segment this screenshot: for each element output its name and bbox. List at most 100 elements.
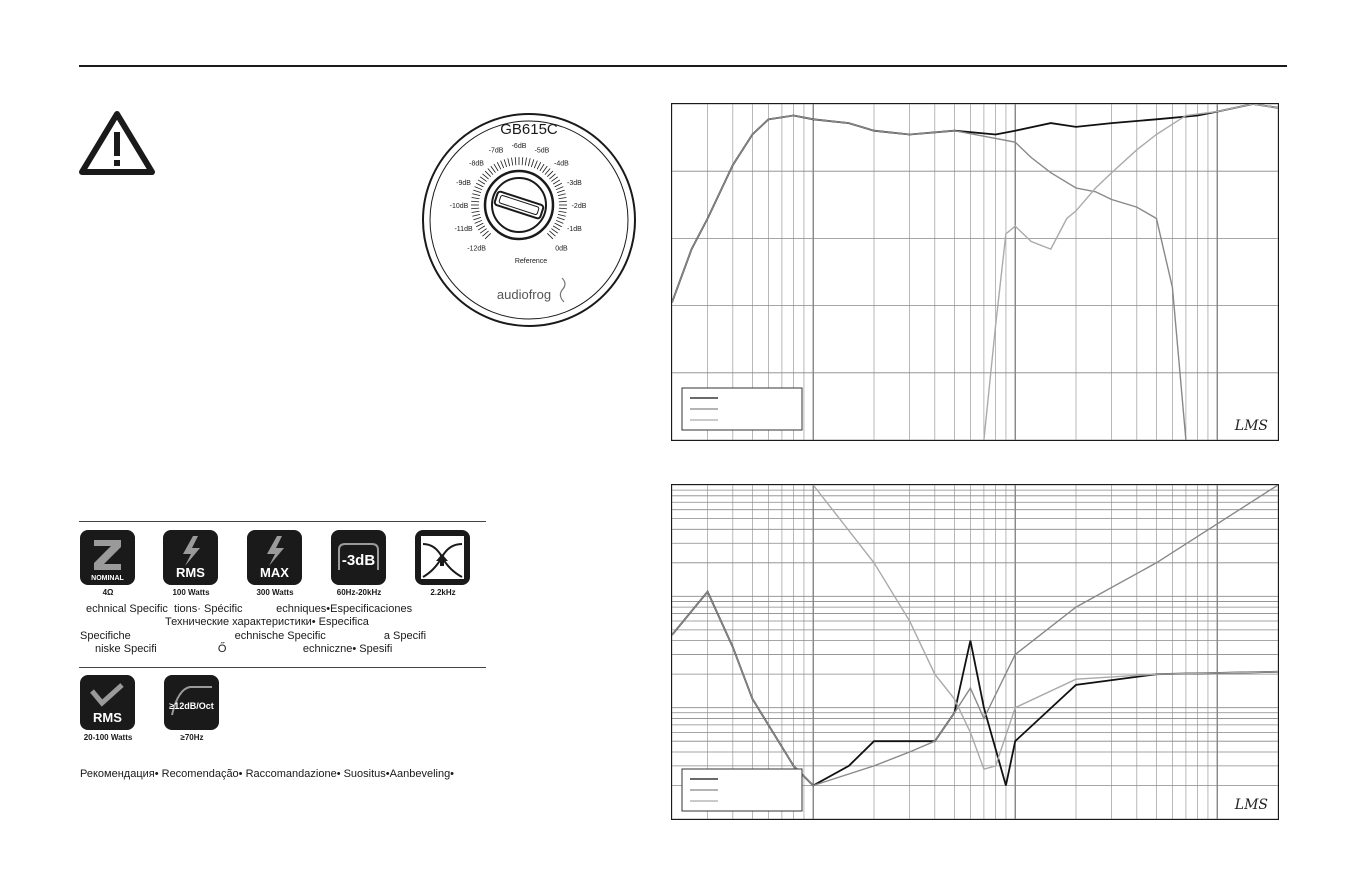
dial-tick: [552, 179, 561, 185]
recommended-rms-icon: RMS: [80, 675, 135, 730]
dial-tick: [557, 193, 566, 197]
dial-level-label: 0dB: [555, 245, 568, 252]
dial-tick: [555, 186, 564, 191]
dial-tick: [551, 228, 559, 234]
dial-tick: [511, 157, 514, 166]
svg-text:RMS: RMS: [176, 565, 205, 580]
dial-tick: [479, 228, 487, 234]
spec-translation-line-1: echnical Specific tions· Spécific echniq…: [86, 603, 413, 615]
dial-tick: [533, 160, 538, 169]
dial-tick: [507, 158, 511, 167]
dial-tick: [473, 216, 482, 221]
dial-tick: [471, 210, 480, 213]
spec-caption: 300 Watts: [256, 588, 294, 597]
dial-tick: [539, 163, 545, 172]
dial-tick: [477, 225, 486, 231]
chart-legend: [681, 768, 803, 812]
spec-caption: 100 Watts: [172, 588, 210, 597]
dial-tick: [471, 200, 480, 203]
dial-tick: [477, 179, 486, 185]
dial-tick: [544, 168, 551, 175]
dial-tick: [556, 216, 565, 221]
dial-tick: [487, 168, 494, 175]
dial-model-name: GB615C: [500, 121, 558, 138]
svg-text:≥12dB/Oct: ≥12dB/Oct: [169, 701, 213, 711]
dial-tick: [476, 222, 484, 228]
chart-watermark: LMS: [1234, 797, 1268, 813]
warning-icon: [79, 111, 155, 175]
dial-tick: [479, 176, 487, 182]
dial-tick: [549, 173, 556, 180]
chart-grid: [672, 104, 1278, 440]
response-series-line: [983, 104, 1278, 440]
dial-tick: [558, 210, 567, 213]
dial-tick: [473, 189, 482, 194]
dial-level-label: -2dB: [572, 203, 587, 210]
impedance-series-line: [672, 485, 1278, 787]
dial-level-label: -3dB: [567, 180, 582, 187]
spec-caption: 2.2kHz: [430, 588, 456, 597]
dial-tick: [482, 230, 489, 237]
spec-translation-line-2: Технические характеристики• Especifica: [165, 616, 369, 628]
dial-tick: [527, 158, 531, 167]
spec-translation-line-4: niske Specifi Ő echniczne• Spesifi: [95, 643, 393, 655]
dial-level-labels: -12dB-11dB-10dB-9dB-8dB-7dB-6dB-5dB-4dB-…: [450, 143, 587, 252]
dial-tick: [500, 160, 505, 169]
svg-text:-3dB: -3dB: [342, 552, 376, 569]
frequency-response-plot: [672, 104, 1278, 440]
dial-tick: [557, 213, 566, 217]
response-series-line: [672, 114, 1187, 440]
dial-tick: [476, 182, 484, 188]
dial-level-label: -7dB: [489, 148, 504, 155]
dial-tick: [542, 165, 548, 173]
spec-caption: 20-100 Watts: [83, 733, 133, 742]
frequency-range-icon: -3dB: [331, 530, 386, 585]
svg-text:NOMINAL: NOMINAL: [91, 575, 124, 582]
recommended-slope-icon: ≥12dB/Oct: [164, 675, 219, 730]
dial-tick: [484, 170, 491, 177]
response-series-line: [672, 104, 1278, 303]
chart-legend: [681, 387, 803, 431]
level-dial: -12dB-11dB-10dB-9dB-8dB-7dB-6dB-5dB-4dB-…: [422, 113, 636, 327]
dial-level-label: -12dB: [467, 245, 486, 252]
dial-knob[interactable]: [493, 190, 545, 220]
dial-tick: [558, 200, 567, 203]
svg-text:RMS: RMS: [93, 710, 122, 725]
impedance-plot: [672, 485, 1278, 819]
dial-tick-marks: [471, 157, 567, 240]
dial-tick: [547, 233, 554, 240]
dial-level-label: -1dB: [567, 226, 582, 233]
dial-tick: [474, 186, 483, 191]
spec-divider-bottom: [79, 667, 486, 668]
dial-brand-logo: audiofrog: [497, 287, 551, 302]
dial-tick: [536, 162, 542, 170]
spec-divider-top: [79, 521, 486, 522]
spec-caption: 60Hz-20kHz: [336, 588, 382, 597]
dial-tick: [490, 165, 496, 173]
svg-text:MAX: MAX: [260, 565, 289, 580]
spec-translation-line-3: Specifiche echnische Specific a Specifi: [80, 630, 427, 642]
dial-tick: [482, 173, 489, 180]
dial-level-label: -11dB: [454, 226, 472, 233]
dial-tick: [474, 219, 483, 224]
dial-tick: [556, 189, 565, 194]
dial-tick: [549, 230, 556, 237]
dial-tick: [547, 170, 554, 177]
dial-reference-label: Reference: [515, 258, 547, 265]
dial-tick: [514, 157, 517, 166]
nominal-impedance-icon: NOMINAL: [80, 530, 135, 585]
max-power-icon: MAX: [247, 530, 302, 585]
dial-tick: [555, 219, 564, 224]
frog-logo-icon: [559, 277, 566, 303]
dial-tick: [472, 213, 481, 217]
dial-tick: [493, 163, 499, 172]
recommendation-line: Рекомендация• Recomendação• Raccomandazi…: [80, 768, 455, 780]
dial-tick: [521, 157, 524, 166]
dial-level-label: -4dB: [554, 161, 569, 168]
dial-tick: [472, 193, 481, 197]
dial-level-label: -5dB: [535, 148, 550, 155]
dial-tick: [530, 159, 535, 168]
dial-tick: [558, 197, 567, 200]
dial-level-label: -6dB: [512, 143, 527, 150]
crossover-point-icon: [415, 530, 470, 585]
